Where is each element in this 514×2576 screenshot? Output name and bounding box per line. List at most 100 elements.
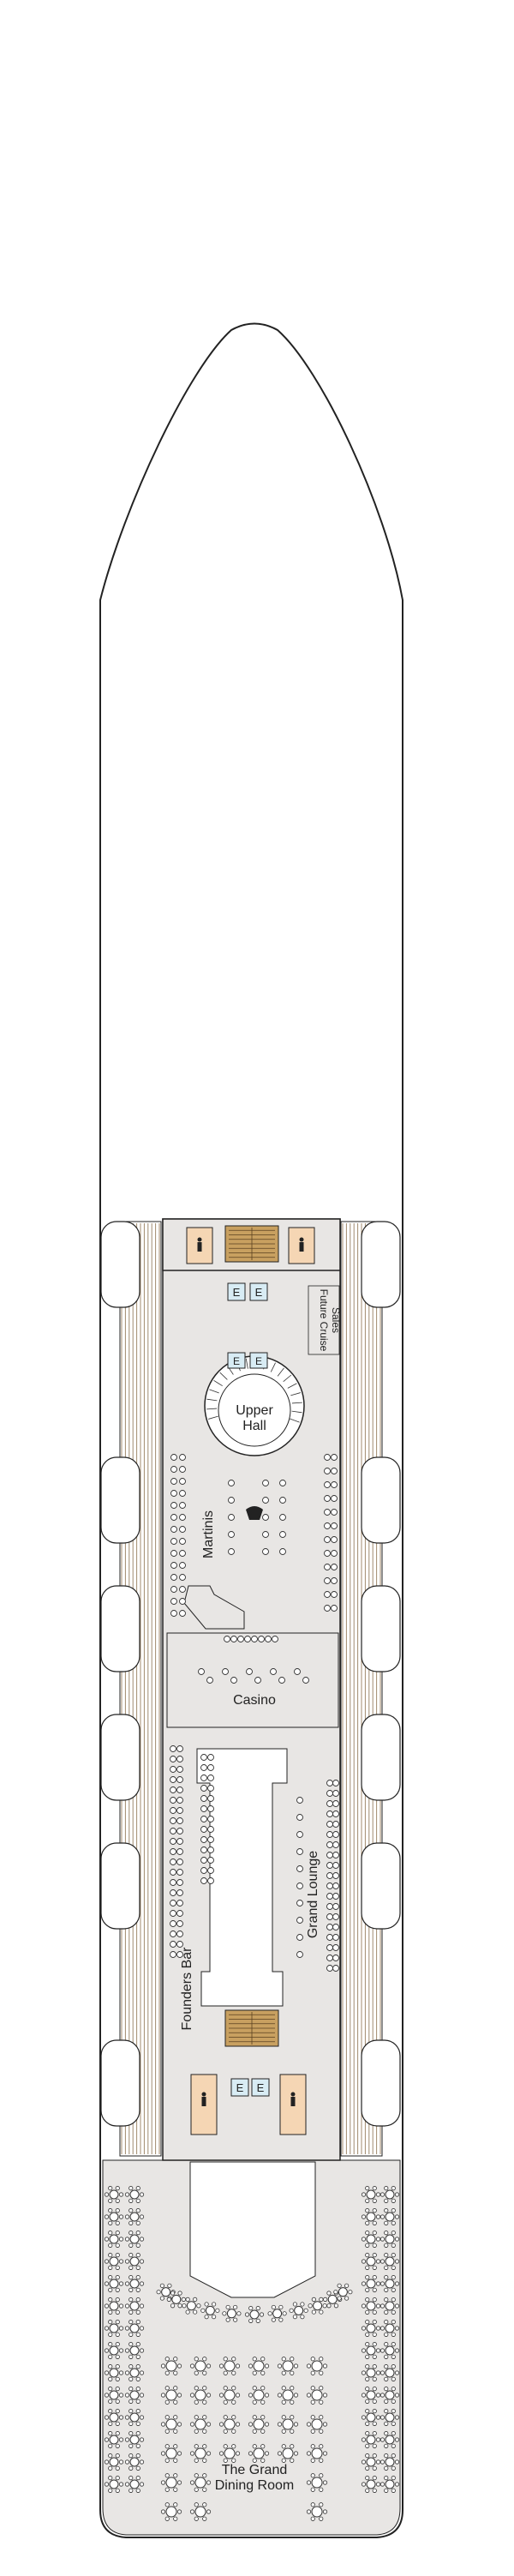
chair [385, 2409, 388, 2412]
chair [290, 2387, 294, 2390]
seat [170, 1952, 176, 1958]
chair [373, 2208, 376, 2212]
chair [194, 2503, 198, 2507]
chair [193, 2310, 196, 2314]
chair [206, 2452, 210, 2455]
chair [129, 2288, 133, 2291]
chair [362, 2393, 365, 2397]
seat [229, 1532, 235, 1538]
chair [265, 2393, 268, 2397]
chair [272, 2318, 275, 2321]
chair [334, 2290, 338, 2293]
chair [165, 2371, 169, 2375]
table [130, 2346, 139, 2355]
galley-area [190, 2162, 315, 2297]
chair [323, 2481, 326, 2484]
seat [327, 1914, 333, 1920]
seat [325, 1482, 331, 1488]
chair [376, 2282, 380, 2285]
chair [261, 2416, 265, 2419]
chair [105, 2416, 108, 2419]
chair [219, 2452, 223, 2455]
seat [177, 1921, 183, 1927]
table [312, 2361, 322, 2371]
table [110, 2279, 118, 2288]
chair [161, 2481, 164, 2484]
chair [224, 2400, 227, 2404]
seat [327, 1894, 333, 1900]
chair [174, 2474, 177, 2477]
chair [391, 2453, 395, 2457]
seat [180, 1455, 186, 1461]
table [312, 2390, 322, 2400]
chair [109, 2266, 112, 2269]
chair [174, 2488, 177, 2491]
chair [190, 2481, 194, 2484]
chair [385, 2253, 388, 2256]
seat [171, 1575, 177, 1581]
chair [219, 2364, 223, 2368]
chair [366, 2310, 369, 2314]
chair [366, 2387, 369, 2390]
chair [395, 2371, 398, 2375]
chair [105, 2193, 108, 2196]
chair [362, 2460, 365, 2464]
chair [376, 2327, 380, 2330]
chair [109, 2431, 112, 2435]
seat [208, 1775, 214, 1781]
chair [194, 2400, 198, 2404]
table [110, 2391, 118, 2399]
seat [238, 1636, 244, 1642]
chair [119, 2371, 123, 2375]
seat [177, 1798, 183, 1804]
table [250, 2310, 259, 2319]
chair [312, 2310, 315, 2314]
chair [177, 2510, 181, 2513]
chair [165, 2474, 169, 2477]
chair [311, 2387, 314, 2390]
chair [136, 2476, 140, 2479]
seat [327, 1852, 333, 1858]
table [312, 2448, 322, 2459]
chair [140, 2215, 143, 2219]
chair [105, 2237, 108, 2241]
chair [366, 2208, 369, 2212]
seat [332, 1537, 338, 1543]
chair [203, 2517, 206, 2520]
chair [373, 2431, 376, 2435]
chair [125, 2282, 128, 2285]
chair [320, 2503, 323, 2507]
seat [201, 1847, 207, 1853]
chair [248, 2423, 252, 2426]
chair [129, 2342, 133, 2345]
table [386, 2346, 394, 2355]
seat [332, 1592, 338, 1598]
table [386, 2235, 394, 2243]
table [254, 2361, 264, 2371]
chair [205, 2303, 208, 2306]
chair [125, 2393, 128, 2397]
chair [391, 2221, 395, 2225]
chair [194, 2371, 198, 2375]
chair [385, 2355, 388, 2358]
seat [245, 1636, 251, 1642]
chair [366, 2431, 369, 2435]
seat [325, 1510, 331, 1516]
table [110, 2324, 118, 2333]
chair [125, 2349, 128, 2352]
seat [327, 1801, 333, 1807]
lifeboat [101, 2040, 140, 2126]
chair [380, 2483, 384, 2486]
chair [129, 2221, 133, 2225]
svg-text:E: E [233, 1355, 240, 1367]
seat [325, 1578, 331, 1584]
chair [385, 2333, 388, 2336]
chair [116, 2355, 119, 2358]
chair [119, 2260, 123, 2263]
chair [129, 2364, 133, 2368]
seat [180, 1479, 186, 1485]
chair [373, 2253, 376, 2256]
chair [109, 2476, 112, 2479]
chair [282, 2387, 285, 2390]
seat [333, 1914, 339, 1920]
